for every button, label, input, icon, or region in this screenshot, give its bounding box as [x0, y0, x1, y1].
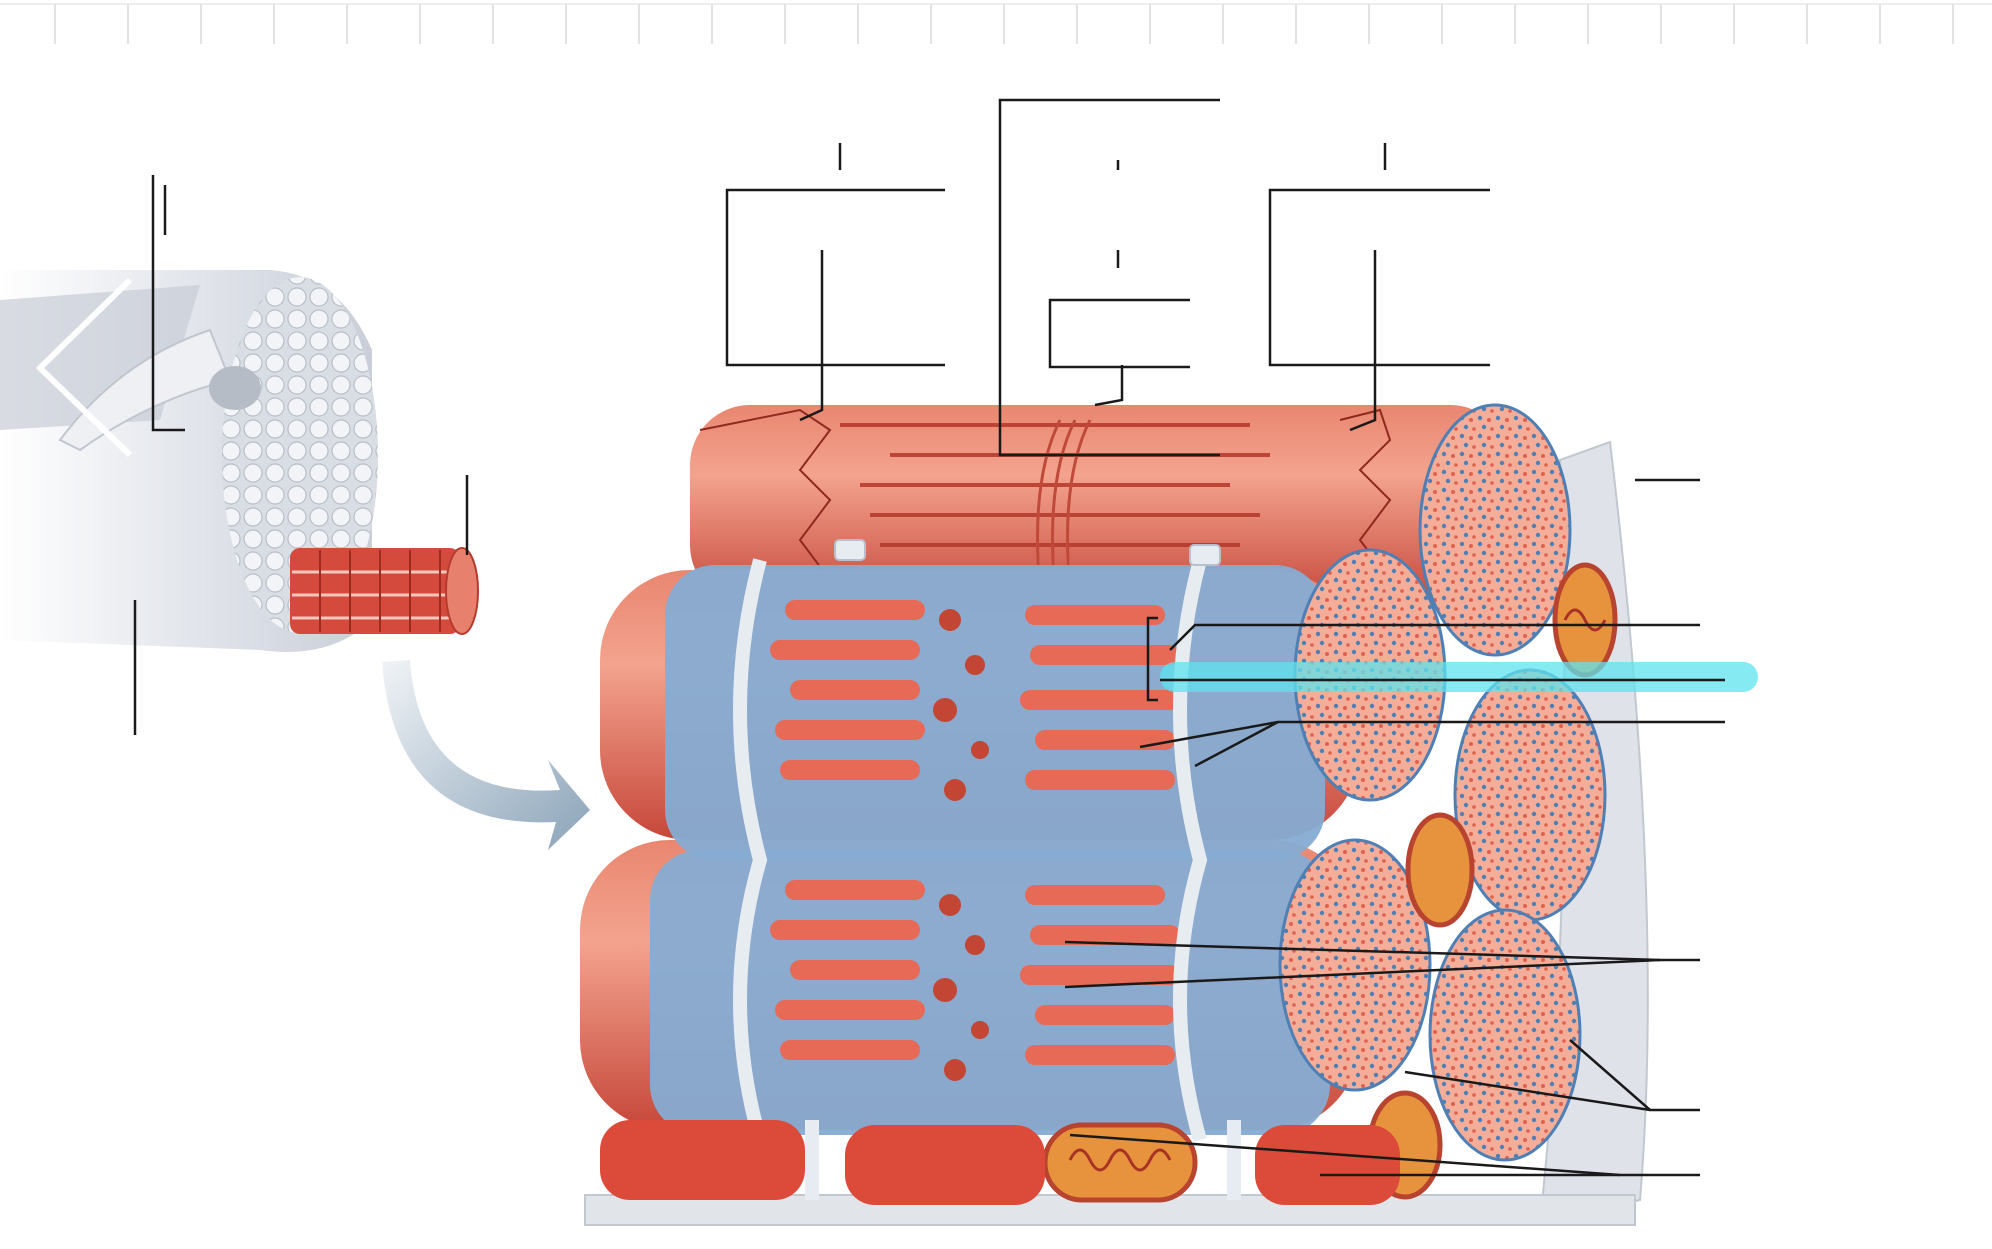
myofibril-end-5	[1428, 908, 1582, 1162]
top-ruler	[0, 3, 1992, 44]
peeled-sheath	[58, 328, 232, 452]
extruded-fiber-bundle	[290, 547, 479, 635]
fascicle-cross-section	[222, 277, 378, 633]
fascicle-inset	[0, 270, 479, 652]
previous-slide-button[interactable]	[18, 300, 98, 420]
main-fiber-cutaway	[580, 403, 1649, 1226]
t-tubules	[733, 558, 1208, 1142]
sarcoplasmic-reticulum	[650, 565, 1330, 1135]
zoom-arrow	[382, 660, 590, 850]
myofibril-end-3	[1453, 668, 1607, 922]
previous-chevron	[35, 277, 133, 458]
leader-lines	[133, 98, 1725, 1177]
myofibril-end-1	[1418, 403, 1572, 657]
myofibril-end-4	[1278, 838, 1432, 1092]
highlight-bar	[1160, 662, 1758, 692]
